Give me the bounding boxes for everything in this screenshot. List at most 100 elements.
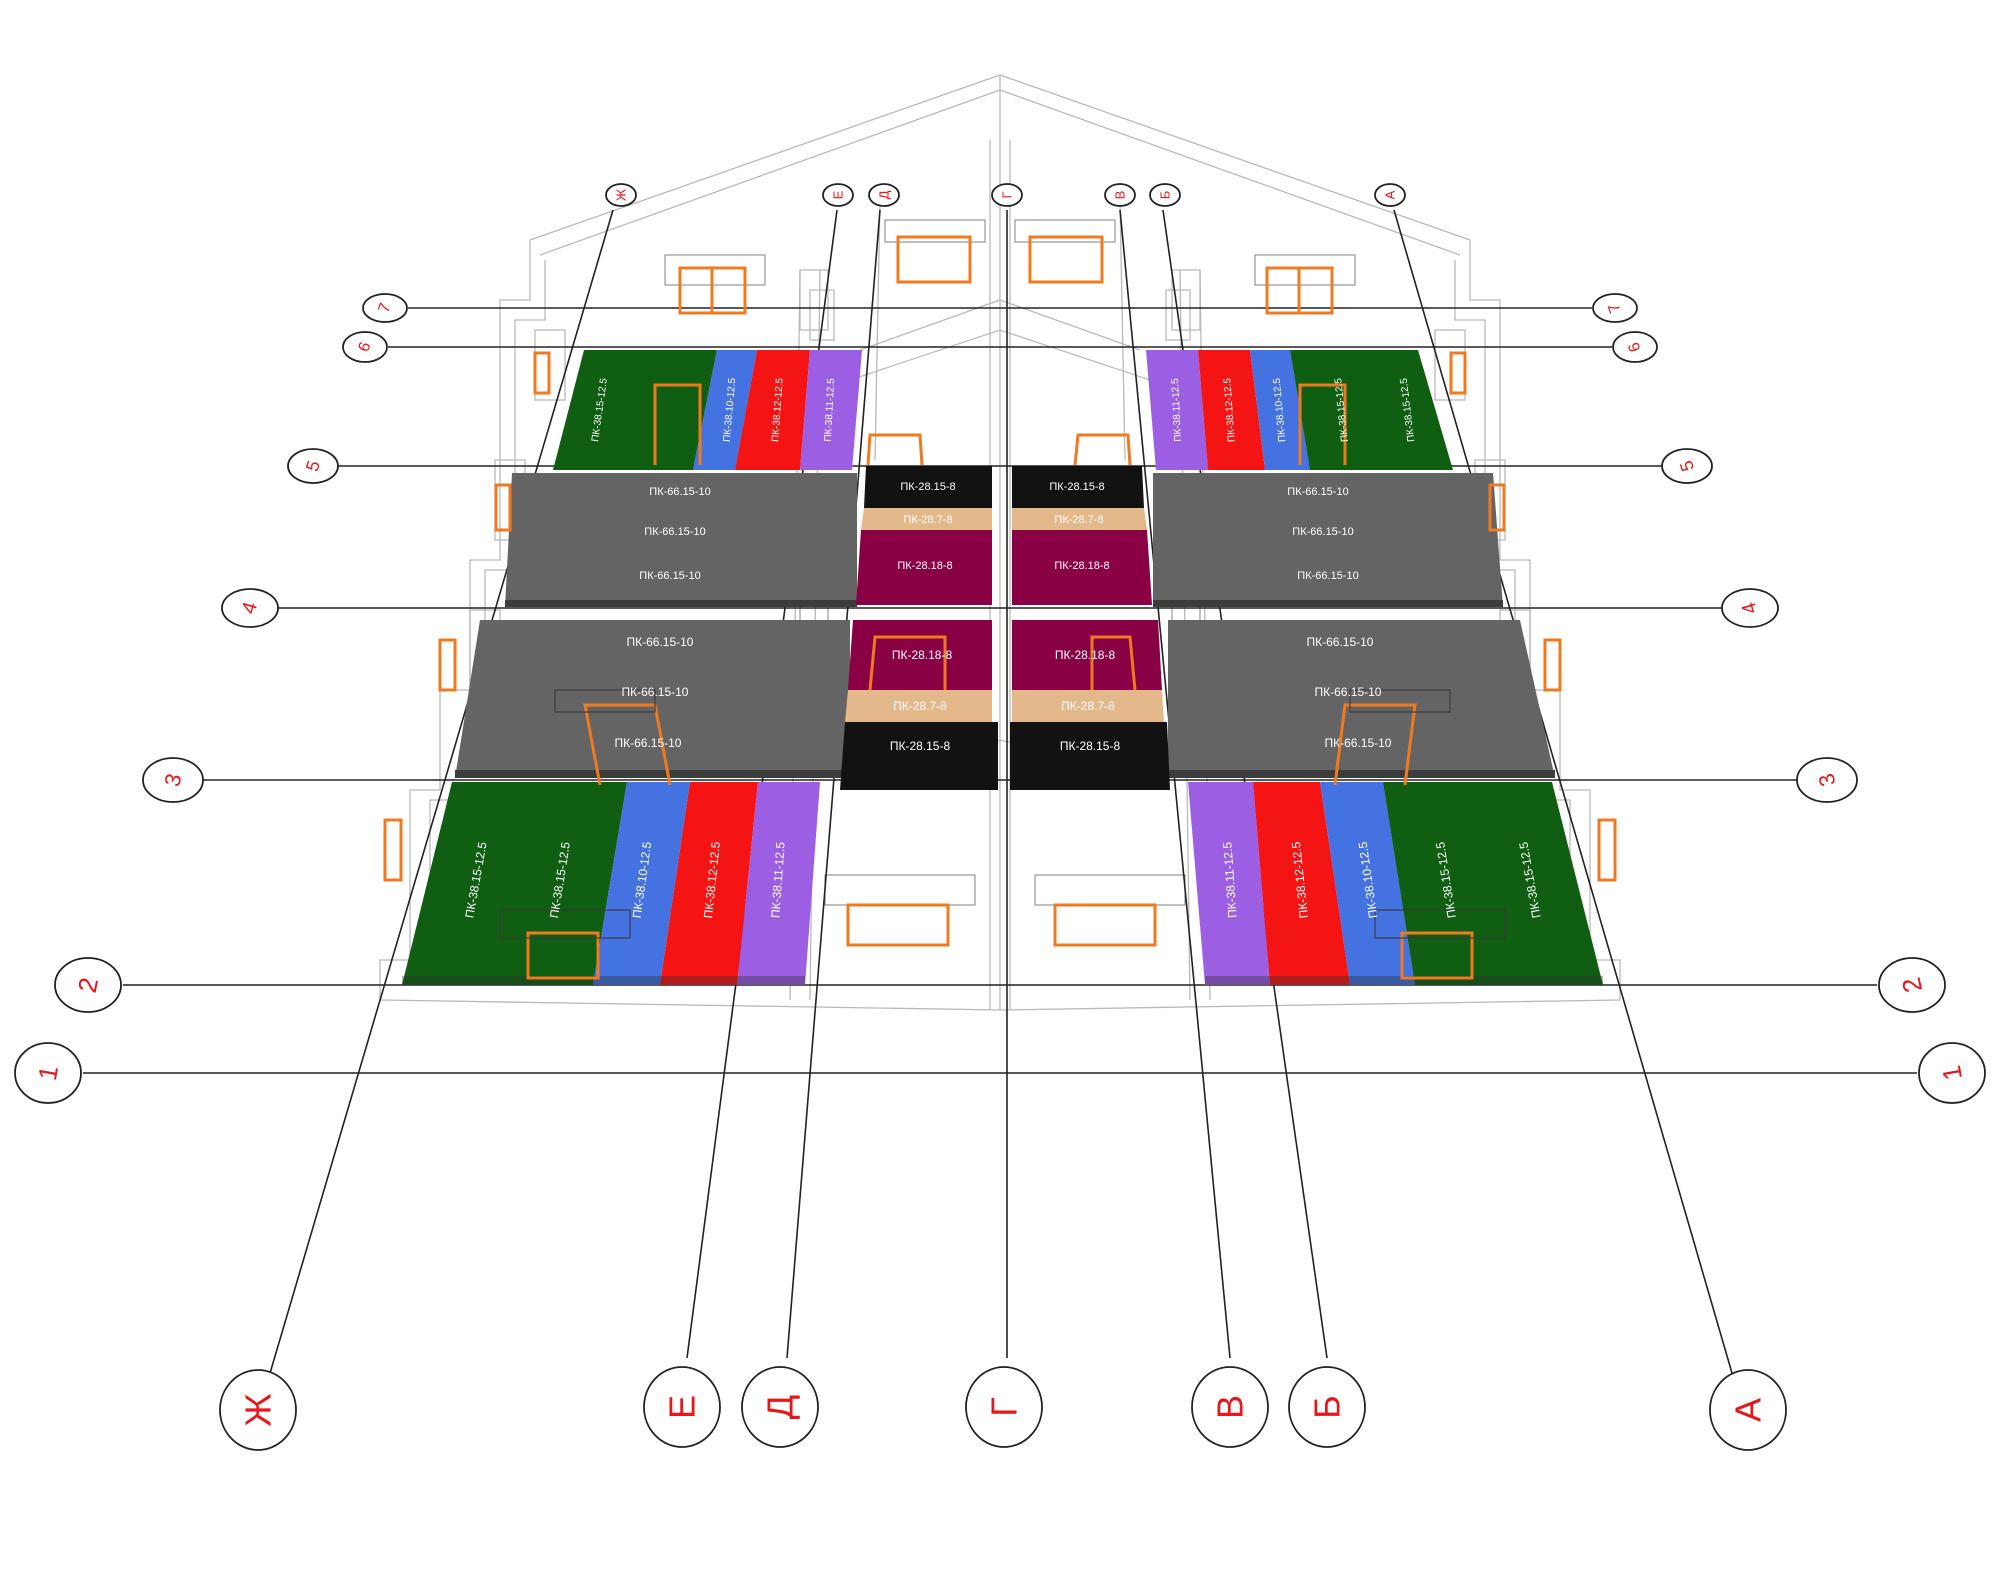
- axis-label-col-b: Б: [1307, 1395, 1348, 1419]
- core-slabs-upper: [856, 466, 1152, 605]
- axis-label-row-1-right: 1: [1936, 1063, 1968, 1082]
- axis-bubble-col-zh: [219, 1369, 297, 1451]
- axis-bubble-row-2: [54, 957, 122, 1013]
- row-axis-lines: [83, 307, 1917, 1074]
- axis-label-row-2-right: 2: [1896, 975, 1928, 995]
- axis-bubble-row-1-right: [1918, 1042, 1986, 1104]
- slab-maroon-upper-right: [1012, 530, 1152, 605]
- column-axis-bubbles-bottom: Ж Е Д Г В Б А: [219, 1366, 1787, 1451]
- upper-left-stripe-field: [553, 350, 862, 470]
- axis-bubble-row-7: [362, 293, 408, 323]
- slab-field-right-lower-edge: [1168, 770, 1555, 778]
- slab-black-lower-left: [840, 722, 998, 790]
- slab-green-upper-right: [1290, 350, 1453, 470]
- door-icon: [1298, 383, 1347, 465]
- slab-label: ПК-38.11-12.5: [768, 841, 787, 918]
- slab-field-left-lower-edge: [455, 770, 850, 778]
- slab-field-right-lower: [1168, 620, 1555, 778]
- axis-bubble-col-a: [1709, 1369, 1787, 1451]
- row-axis-bubbles: 7 7 6 6 5 5 4 4 3 3 2 2 1 1: [14, 293, 1986, 1104]
- slab-label: ПК-38.12-12.5: [770, 377, 785, 442]
- gray-slab-fields: [455, 473, 1555, 778]
- axis-bubble-col-zh-top: [605, 183, 637, 207]
- axis-bubble-row-4-right: [1721, 588, 1779, 628]
- door-icon: [868, 635, 947, 691]
- slab-label: ПК-28.15-8: [890, 739, 951, 753]
- slab-label: ПК-38.12-12.5: [1222, 377, 1237, 442]
- slab-label: ПК-28.15-8: [900, 481, 955, 493]
- lower-left-stripe-field: [402, 782, 820, 985]
- slab-label: ПК-28.18-8: [892, 648, 953, 662]
- slab-field-right-upper: [1153, 473, 1503, 607]
- axis-bubble-col-g: [965, 1366, 1043, 1448]
- slab-tan-lower-right: [1012, 690, 1164, 722]
- slab-tan-upper-left: [861, 508, 992, 530]
- axis-label-col-e-top: Е: [831, 190, 846, 199]
- slab-label: ПК-66.15-10: [615, 736, 682, 750]
- slab-label: ПК-66.15-10: [1315, 685, 1382, 699]
- axis-bubble-row-3: [142, 757, 204, 803]
- window-icon: [1400, 931, 1474, 980]
- axis-bubble-row-6-right: [1612, 331, 1658, 363]
- slab-edge-lower-right: [1205, 976, 1603, 985]
- slab-label: ПК-66.15-10: [627, 635, 694, 649]
- slab-red-upper-right: [1198, 350, 1265, 470]
- slab-purple-upper-left: [800, 350, 862, 470]
- axis-label-row-1: 1: [32, 1063, 64, 1082]
- window-icon: [438, 638, 457, 692]
- axis-label-col-b-top: Б: [1158, 191, 1173, 200]
- slab-purple-upper-right: [1146, 350, 1208, 470]
- slab-label: ПК-66.15-10: [1287, 486, 1348, 498]
- axis-label-col-g-top: Г: [1000, 191, 1015, 198]
- axis-bubble-row-4: [221, 588, 279, 628]
- window-icon: [1543, 638, 1562, 692]
- axis-bubble-col-v-top: [1104, 183, 1136, 207]
- window-door-symbols: [383, 235, 1617, 980]
- axis-label-col-d: Д: [760, 1395, 801, 1419]
- window-icon: [1028, 235, 1104, 284]
- axis-bubble-row-3-right: [1796, 757, 1858, 803]
- window-icon: [1597, 818, 1617, 882]
- slab-label: ПК-28.18-8: [897, 560, 952, 572]
- slab-green-upper-left: [553, 350, 717, 470]
- axis-bubble-col-d: [741, 1366, 819, 1448]
- slab-label: ПК-66.15-10: [649, 486, 710, 498]
- slab-purple-lower-right: [1188, 782, 1270, 985]
- slab-label: ПК-66.15-10: [639, 570, 700, 582]
- axis-label-col-zh: Ж: [238, 1393, 279, 1426]
- axis-label-col-v: В: [1210, 1395, 1251, 1419]
- slab-label: ПК-28.7-8: [1061, 699, 1115, 713]
- slab-blue-upper-left: [693, 350, 757, 470]
- slab-label: ПК-38.11-12.5: [823, 378, 837, 442]
- door-icon: [653, 383, 702, 465]
- slab-field-right-upper-edge: [1153, 600, 1503, 607]
- lower-right-stripe-field: [1188, 782, 1603, 985]
- slab-label: ПК-66.15-10: [1297, 570, 1358, 582]
- axis-bubble-col-b-top: [1149, 183, 1181, 207]
- slab-label: ПК-28.18-8: [1054, 560, 1109, 572]
- window-icon: [526, 931, 600, 980]
- axis-bubble-col-a-top: [1374, 183, 1406, 207]
- axis-label-col-a-top: А: [1383, 190, 1398, 199]
- window-icon: [533, 351, 551, 395]
- slab-label: ПК-66.15-10: [1292, 526, 1353, 538]
- slab-label: ПК-28.18-8: [1055, 648, 1116, 662]
- column-axis-line-zh: [267, 209, 614, 1381]
- door-icon: [1333, 703, 1417, 786]
- axis-label-row-3-right: 3: [1813, 771, 1840, 789]
- slab-maroon-upper-left: [856, 530, 992, 605]
- slab-label: ПК-28.15-8: [1049, 481, 1104, 493]
- upper-right-stripe-field: [1146, 350, 1453, 470]
- column-axis-line-v: [1119, 209, 1231, 1359]
- core-slabs-lower: [840, 620, 1170, 790]
- slab-label: ПК-28.7-8: [903, 514, 952, 526]
- slab-blue-lower-right: [1320, 782, 1415, 985]
- slab-black-upper-right: [1012, 466, 1144, 508]
- window-icon: [1053, 903, 1157, 947]
- slab-field-left-upper: [505, 473, 857, 607]
- slab-edge-lower-left: [402, 976, 805, 985]
- slab-blue-lower-left: [593, 782, 690, 985]
- door-icon: [1090, 635, 1137, 691]
- column-axis-line-d: [786, 209, 881, 1359]
